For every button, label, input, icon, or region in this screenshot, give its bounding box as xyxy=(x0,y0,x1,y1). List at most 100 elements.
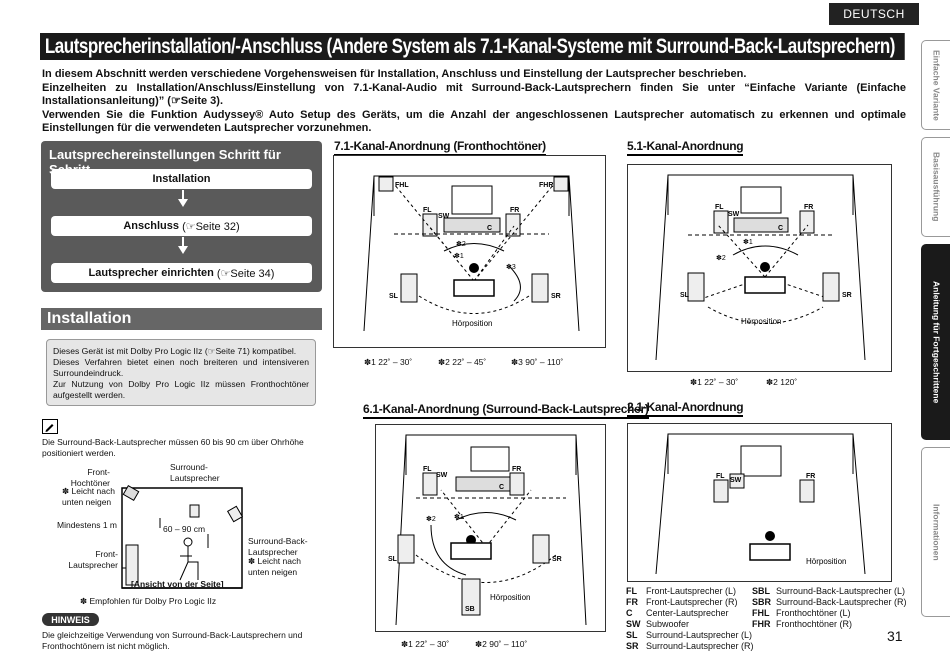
step-anschluss-label: Anschluss xyxy=(123,220,179,232)
label-sl: SL xyxy=(388,556,398,563)
label-distance: 60 – 90 cm xyxy=(163,524,206,534)
tab-einfache-variante[interactable]: Einfache Variante xyxy=(921,40,950,130)
label-hoerposition: Hörposition xyxy=(741,317,781,326)
label-surround: Surround-Lautsprecher xyxy=(170,462,220,483)
label-star1: ✽1 xyxy=(454,513,464,521)
label-sw: SW xyxy=(438,213,450,220)
diagram-51-svg: FL FR SW C SL SR ✽1 ✽2 Hörposition xyxy=(655,174,866,361)
intro-text: In diesem Abschnitt werden verschiedene … xyxy=(42,68,906,136)
side-note: Die Surround-Back-Lautsprecher müssen 60… xyxy=(42,437,304,458)
label-neigen-1: ✽ Leicht nach unten neigen xyxy=(62,486,115,507)
label-sb: SB xyxy=(465,606,475,613)
label-sr: SR xyxy=(842,292,852,299)
diagram-21-svg: FL FR SW Hörposition xyxy=(655,433,866,575)
label-fr: FR xyxy=(512,466,521,473)
installation-note: Dieses Gerät ist mit Dolby Pro Logic IIz… xyxy=(46,339,316,406)
label-c: C xyxy=(499,484,504,491)
label-fr: FR xyxy=(804,204,813,211)
label-front-speaker: Front-Lautsprecher xyxy=(68,549,118,570)
step-einrichten-label: Lautsprecher einrichten xyxy=(88,267,214,279)
label-star1: ✽1 xyxy=(743,238,753,246)
label-star2: ✽2 xyxy=(456,240,466,248)
arrow-down-icon xyxy=(178,199,188,207)
label-fr: FR xyxy=(510,207,519,214)
diagram-21-title: 2.1-Kanal-Anordnung xyxy=(627,400,744,417)
note-line-3: Zur Nutzung von Dolby Pro Logic IIz müss… xyxy=(53,379,309,400)
angle-71-3: ✽3 90˚ – 110˚ xyxy=(511,357,564,367)
label-surround-back: Surround-Back-Lautsprecher xyxy=(248,536,308,557)
label-fl: FL xyxy=(423,466,432,473)
page-title: Lautsprecherinstallation/-Anschluss (And… xyxy=(40,33,905,60)
tab-informationen[interactable]: Informationen xyxy=(921,447,950,617)
diagram-71-svg: FHL FHR FL FR SW C SL SR ✽2 ✽1 ✽3 Hörpos… xyxy=(363,175,580,332)
label-fl: FL xyxy=(423,207,432,214)
step-anschluss[interactable]: Anschluss (☞Seite 32) xyxy=(51,216,312,236)
diagram-61: FL FR SW C SL SR SB ✽2 ✽1 Hörposition xyxy=(375,424,606,632)
surround-back-icon xyxy=(226,505,244,523)
step-einrichten-ref[interactable]: (☞Seite 34) xyxy=(216,267,275,280)
front-speaker-icon xyxy=(125,544,139,586)
intro-line-2: Einzelheiten zu Installation/Anschluss/E… xyxy=(42,81,906,108)
tab-fortgeschrittene[interactable]: Anleitung für Fortgeschrittene xyxy=(921,244,950,440)
diagram-71-title: 7.1-Kanal-Anordnung (Fronthochtöner) xyxy=(334,139,546,156)
label-min-height: Mindestens 1 m xyxy=(57,520,117,530)
steps-box: Lautsprechereinstellungen Schritt für Sc… xyxy=(41,141,322,292)
label-sw: SW xyxy=(728,211,740,218)
step-einrichten[interactable]: Lautsprecher einrichten (☞Seite 34) xyxy=(51,263,312,283)
label-sw: SW xyxy=(730,477,742,484)
note-line-2: Dieses Verfahren bietet einen noch breit… xyxy=(53,357,309,378)
diagram-51-title: 5.1-Kanal-Anordnung xyxy=(627,139,744,156)
label-hoerposition: Hörposition xyxy=(490,593,530,602)
label-fr: FR xyxy=(806,473,815,480)
label-star2: ✽2 xyxy=(716,254,726,262)
label-sr: SR xyxy=(552,556,562,563)
side-view-diagram xyxy=(121,484,244,589)
diagram-61-svg: FL FR SW C SL SR SB ✽2 ✽1 Hörposition xyxy=(388,434,587,626)
side-view-caption: [Ansicht von der Seite] xyxy=(131,579,224,589)
installation-heading: Installation xyxy=(41,308,322,330)
angle-71-2: ✽2 22˚ – 45˚ xyxy=(438,357,487,367)
label-c: C xyxy=(778,225,783,232)
pencil-icon xyxy=(42,419,58,434)
intro-line-3: Verwenden Sie die Funktion Audyssey® Aut… xyxy=(42,108,906,135)
angle-61-2: ✽2 90˚ – 110˚ xyxy=(475,639,528,649)
note-line-1: Dieses Gerät ist mit Dolby Pro Logic IIz… xyxy=(53,346,297,356)
label-front-hochtoner: Front-Hochtöner xyxy=(70,467,110,488)
label-sl: SL xyxy=(389,293,399,300)
label-hoerposition: Hörposition xyxy=(452,319,492,328)
label-fhl: FHL xyxy=(395,182,409,189)
label-fl: FL xyxy=(716,473,725,480)
label-sr: SR xyxy=(551,293,561,300)
diagram-51: FL FR SW C SL SR ✽1 ✽2 Hörposition xyxy=(627,164,892,372)
label-star1: ✽1 xyxy=(454,252,464,260)
label-star3: ✽3 xyxy=(506,263,516,271)
page-number: 31 xyxy=(887,628,903,644)
label-fhr: FHR xyxy=(539,182,553,189)
recommended-note: ✽ Empfohlen für Dolby Pro Logic IIz xyxy=(80,596,217,606)
label-fl: FL xyxy=(715,204,724,211)
hinweis-text: Die gleichzeitige Verwendung von Surroun… xyxy=(42,630,303,651)
label-sw: SW xyxy=(436,472,448,479)
intro-line-1: In diesem Abschnitt werden verschiedene … xyxy=(42,68,747,80)
step-installation: Installation xyxy=(51,169,312,189)
tab-basisausfuehrung[interactable]: Basisausführung xyxy=(921,137,950,237)
label-neigen-2: ✽ Leicht nach unten neigen xyxy=(248,556,301,577)
label-hoerposition: Hörposition xyxy=(806,557,846,566)
language-tab: DEUTSCH xyxy=(829,3,919,25)
label-star2: ✽2 xyxy=(426,515,436,523)
step-anschluss-ref[interactable]: (☞Seite 32) xyxy=(182,220,240,233)
angle-71-1: ✽1 22˚ – 30˚ xyxy=(364,357,413,367)
front-hochtoner-icon xyxy=(122,484,140,502)
